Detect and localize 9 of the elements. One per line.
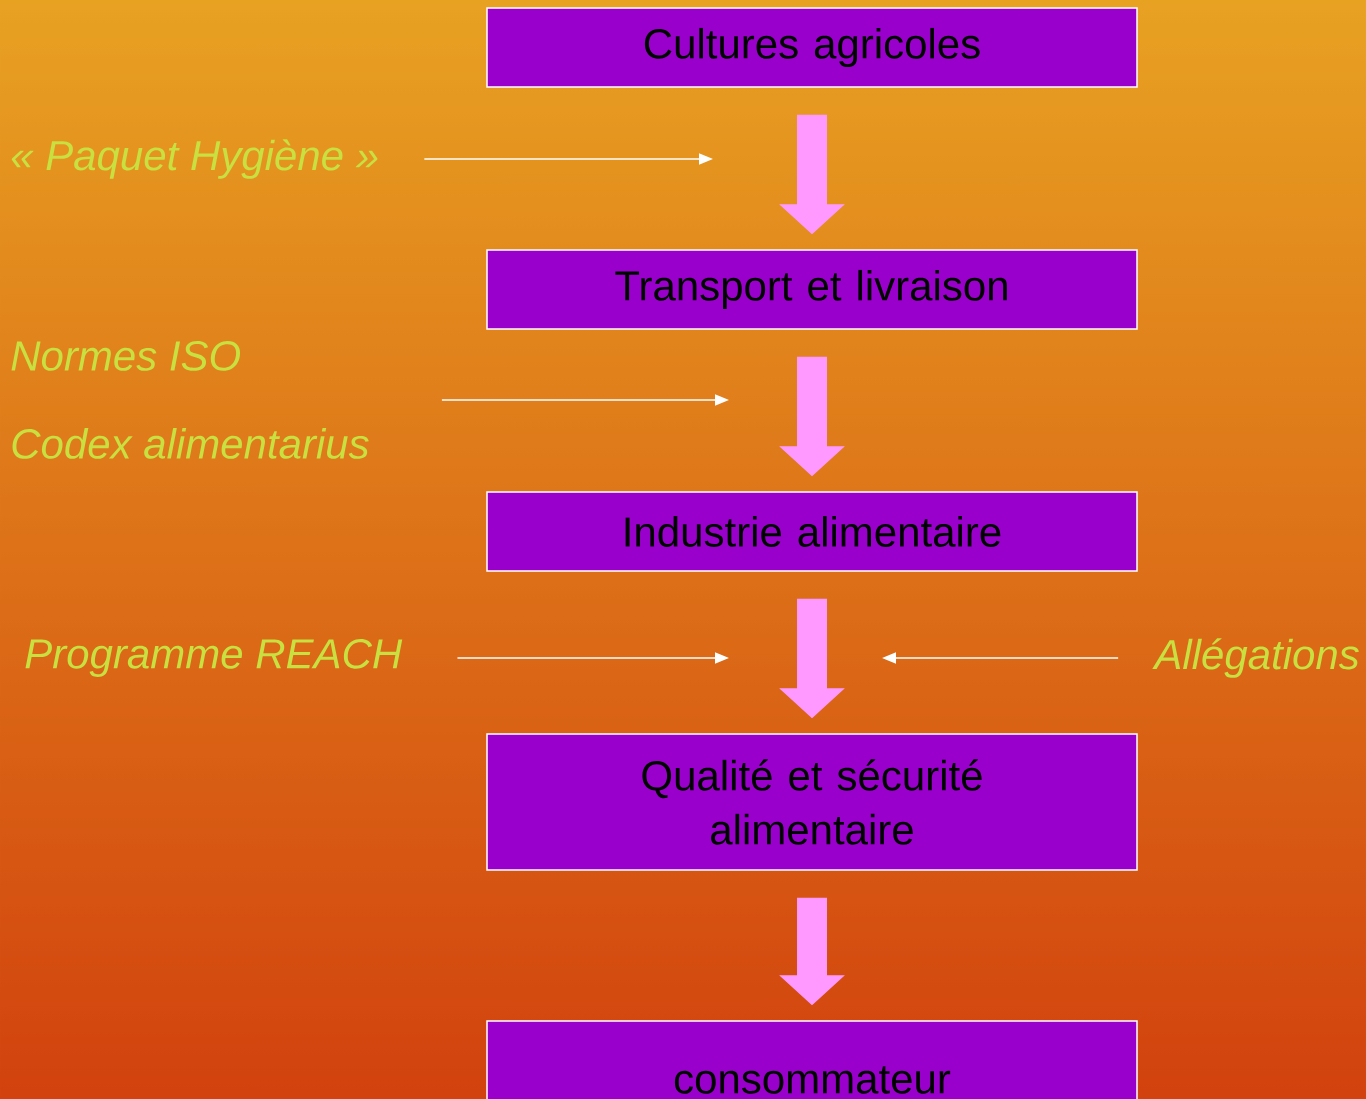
italic-label: Normes ISO Codex alimentarius bbox=[11, 341, 369, 459]
italic-label: Allégations bbox=[1152, 638, 1359, 678]
process-box: Qualité et sécurité alimentaire bbox=[486, 733, 1138, 871]
process-box: Transport et livraison bbox=[486, 249, 1138, 330]
process-box: Industrie alimentaire bbox=[486, 491, 1138, 572]
italic-label: Programme REACH bbox=[25, 638, 403, 677]
italic-label: « Paquet Hygiène » bbox=[11, 139, 378, 179]
process-box: Cultures agricoles bbox=[486, 7, 1138, 88]
process-box: consommateur bbox=[486, 1020, 1138, 1099]
